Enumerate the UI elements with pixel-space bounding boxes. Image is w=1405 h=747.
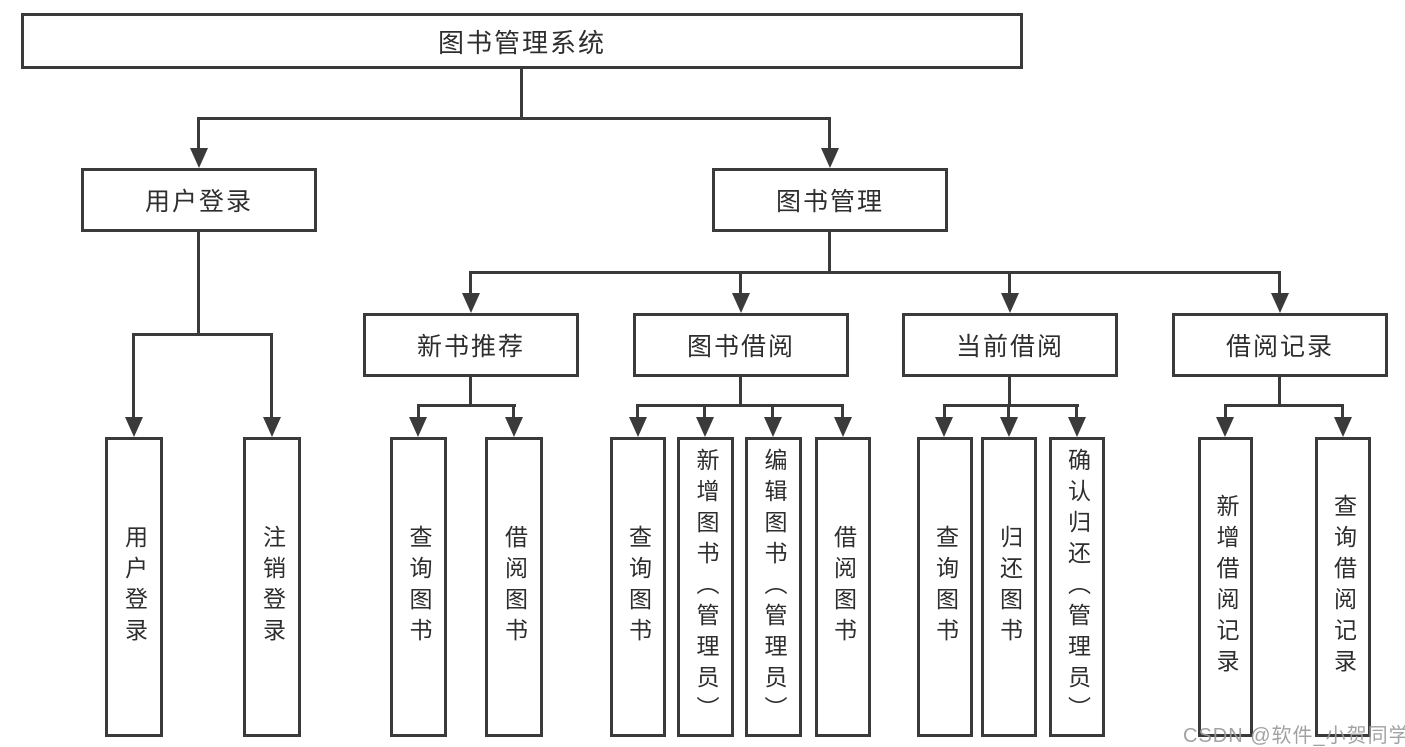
- node-current-borrowing: 当前借阅: [902, 313, 1118, 377]
- leaf-logout: 注销登录: [243, 437, 301, 737]
- leaf-add-borrow-record: 新增借阅记录: [1198, 437, 1253, 737]
- connector-arrow: [1001, 293, 1019, 313]
- leaf-borrow-books-recommend: 借阅图书: [485, 437, 543, 737]
- leaf-label: 查询图书: [625, 525, 652, 649]
- leaf-label: 归还图书: [996, 525, 1023, 649]
- connector-vline: [828, 232, 831, 273]
- connector-arrow: [935, 417, 953, 437]
- leaf-edit-books-admin: 编辑图书（管理员）: [745, 437, 802, 737]
- connector-arrow: [732, 293, 750, 313]
- node-label: 新书推荐: [416, 333, 525, 361]
- leaf-label: 查询借阅记录: [1330, 494, 1357, 680]
- connector-arrow: [821, 148, 839, 168]
- node-user-login: 用户登录: [81, 168, 317, 232]
- connector-hline: [197, 117, 831, 120]
- leaf-label: 注销登录: [259, 525, 286, 649]
- leaf-add-books-admin: 新增图书（管理员）: [677, 437, 734, 737]
- connector-vline: [512, 406, 515, 419]
- connector-vline: [270, 335, 273, 418]
- node-label: 图书管理: [775, 188, 884, 216]
- leaf-user-login: 用户登录: [105, 437, 163, 737]
- connector-arrow: [263, 417, 281, 437]
- connector-arrow: [629, 417, 647, 437]
- leaf-label: 新增借阅记录: [1213, 494, 1239, 680]
- connector-vline: [739, 377, 742, 406]
- connector-vline: [469, 377, 472, 406]
- connector-arrow: [834, 417, 852, 437]
- connector-vline: [520, 69, 523, 119]
- connector-hline: [469, 271, 1281, 274]
- leaf-query-books-current: 查询图书: [917, 437, 973, 737]
- connector-vline: [636, 406, 639, 419]
- node-borrowing-records: 借阅记录: [1172, 313, 1388, 377]
- node-new-book-recommend: 新书推荐: [363, 313, 579, 377]
- leaf-confirm-return-admin: 确认归还（管理员）: [1049, 437, 1105, 737]
- connector-vline: [197, 119, 200, 150]
- leaf-label: 编辑图书（管理员）: [761, 447, 787, 727]
- connector-vline: [197, 232, 200, 335]
- connector-hline: [417, 404, 516, 407]
- connector-hline: [132, 333, 273, 336]
- node-library-management-system: 图书管理系统: [21, 13, 1023, 69]
- node-book-management: 图书管理: [712, 168, 948, 232]
- connector-vline: [469, 273, 472, 295]
- leaf-borrow-books: 借阅图书: [815, 437, 871, 737]
- node-label: 当前借阅: [955, 333, 1064, 361]
- leaf-label: 查询图书: [932, 525, 959, 649]
- leaf-label: 用户登录: [121, 525, 148, 649]
- connector-vline: [703, 406, 706, 419]
- connector-vline: [1224, 406, 1227, 419]
- connector-vline: [943, 406, 946, 419]
- connector-vline: [1341, 406, 1344, 419]
- connector-hline: [943, 404, 1079, 407]
- connector-arrow: [462, 293, 480, 313]
- connector-vline: [739, 273, 742, 295]
- connector-vline: [1008, 273, 1011, 295]
- leaf-label: 新增图书（管理员）: [693, 447, 719, 727]
- node-label: 用户登录: [144, 188, 253, 216]
- leaf-query-books-borrowing: 查询图书: [610, 437, 666, 737]
- leaf-label: 查询图书: [406, 525, 432, 649]
- connector-arrow: [696, 417, 714, 437]
- connector-arrow: [1216, 417, 1234, 437]
- connector-arrow: [764, 417, 782, 437]
- connector-vline: [1278, 273, 1281, 295]
- connector-arrow: [1000, 417, 1018, 437]
- leaf-label: 借阅图书: [830, 525, 857, 649]
- leaf-query-borrow-record: 查询借阅记录: [1315, 437, 1371, 737]
- connector-vline: [417, 406, 420, 419]
- node-label: 图书管理系统: [437, 27, 606, 58]
- connector-vline: [1008, 377, 1011, 406]
- connector-vline: [1278, 377, 1281, 406]
- connector-hline: [636, 404, 844, 407]
- leaf-label: 借阅图书: [501, 525, 528, 649]
- connector-vline: [132, 335, 135, 418]
- connector-arrow: [1334, 417, 1352, 437]
- connector-hline: [1224, 404, 1344, 407]
- connector-vline: [771, 406, 774, 419]
- node-label: 图书借阅: [686, 333, 795, 361]
- connector-arrow: [1271, 293, 1289, 313]
- leaf-return-books: 归还图书: [981, 437, 1037, 737]
- node-book-borrowing: 图书借阅: [633, 313, 849, 377]
- connector-vline: [1075, 406, 1078, 419]
- connector-arrow: [190, 148, 208, 168]
- connector-arrow: [125, 417, 143, 437]
- connector-arrow: [409, 417, 427, 437]
- node-label: 借阅记录: [1225, 333, 1334, 361]
- leaf-label: 确认归还（管理员）: [1064, 447, 1091, 727]
- leaf-query-books-recommend: 查询图书: [390, 437, 447, 737]
- connector-vline: [1007, 406, 1010, 419]
- connector-vline: [841, 406, 844, 419]
- connector-arrow: [505, 417, 523, 437]
- connector-arrow: [1068, 417, 1086, 437]
- connector-vline: [828, 119, 831, 150]
- csdn-watermark: CSDN @软件_小贺同学: [1183, 725, 1405, 747]
